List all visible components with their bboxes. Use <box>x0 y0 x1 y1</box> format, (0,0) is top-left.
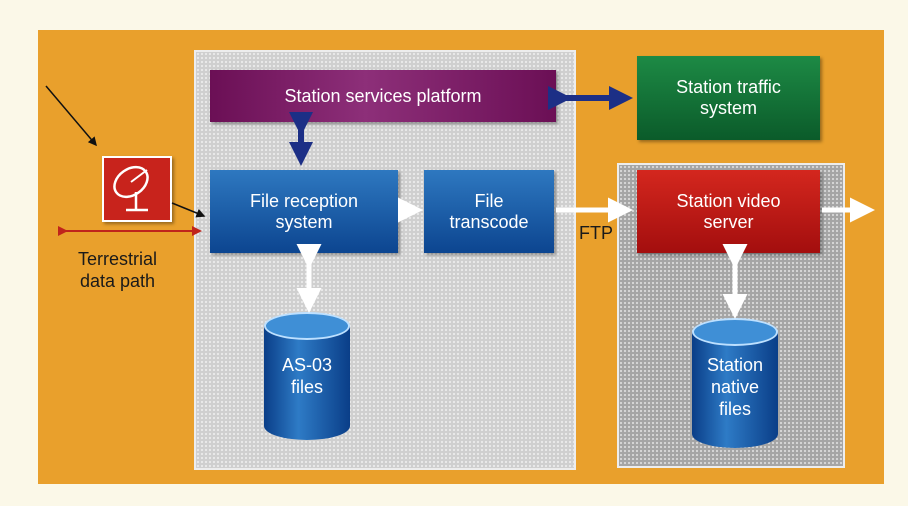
terrestrial-data-path-label: Terrestrial data path <box>78 249 158 291</box>
cylinder-top <box>264 312 350 340</box>
station-native-files-label: Station native files <box>706 355 764 419</box>
ftp-label: FTP <box>579 223 613 243</box>
as03-files-label: AS-03 files <box>281 355 333 397</box>
cylinder-body <box>264 326 350 440</box>
station-native-files-storage: Station native files <box>692 318 778 448</box>
arrow-satellite-incoming <box>45 85 97 147</box>
file-reception-system-box: File reception system <box>210 170 398 253</box>
station-services-platform-box: Station services platform <box>210 70 556 122</box>
station-video-server-box: Station video server <box>637 170 820 253</box>
file-transcode-box: File transcode <box>424 170 554 253</box>
satellite-dish-icon <box>102 156 172 222</box>
station-traffic-system-box: Station traffic system <box>637 56 820 140</box>
as03-files-storage: AS-03 files <box>264 312 350 440</box>
cylinder-body <box>692 332 778 448</box>
arrow-dish-to-reception <box>171 202 206 218</box>
